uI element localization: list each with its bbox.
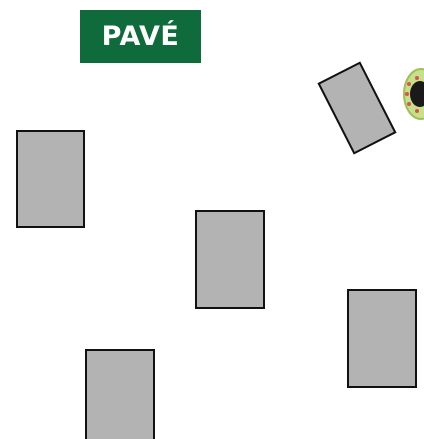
paving-stone[interactable] xyxy=(85,349,155,439)
game-title: PAVÉ xyxy=(102,21,180,52)
paving-stone[interactable] xyxy=(195,210,265,309)
paving-stone[interactable] xyxy=(347,289,417,388)
title-badge: PAVÉ xyxy=(80,10,201,63)
paving-stone-tilted[interactable] xyxy=(317,61,396,154)
paving-stone[interactable] xyxy=(16,130,85,228)
green-creature-icon[interactable] xyxy=(395,62,424,126)
